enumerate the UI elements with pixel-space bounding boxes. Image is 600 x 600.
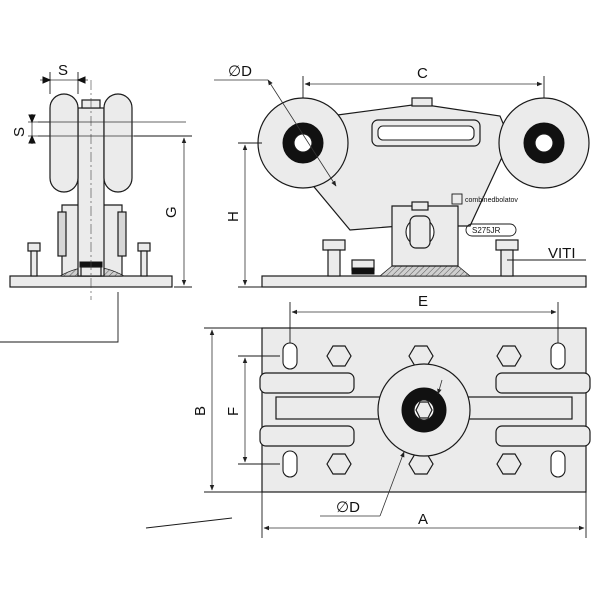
front-view: combinedbolatov S275JR C ∅D H VITI [214,63,590,288]
label-s-side: S [11,127,28,137]
plan-leader-line [145,517,233,529]
front-clamp-nut [411,201,429,211]
front-nut-small-black [351,267,375,275]
dim-d-top-line [267,79,337,187]
side-wheel-right [103,93,133,193]
model-text: S275JR [472,226,501,235]
label-s-top: S [58,62,68,79]
side-leader-line [0,292,119,343]
front-bolt-right-shank [500,249,514,277]
front-clamp-pin [409,215,431,249]
label-b: B [192,406,209,416]
front-top-nut [411,97,433,107]
label-g: G [163,206,180,218]
front-wheel-right-bore [534,133,554,153]
model-plate [465,223,517,237]
plan-slot-tr [550,342,566,370]
front-wheel-left-bore [293,133,313,153]
plan-bolt-tr [496,345,522,367]
front-base-plate [261,275,587,288]
plan-center-nut [415,401,433,419]
plan-bolt-bl [326,453,352,475]
side-stud-right [140,250,148,277]
side-nut-right [137,242,151,252]
label-h: H [225,211,242,222]
side-bushing-left [57,211,67,257]
label-d-bottom: ∅D [336,499,360,516]
plan-guide-br [495,425,591,447]
dim-s-top-arrows [42,76,86,84]
side-nut-left [27,242,41,252]
label-a: A [418,511,428,528]
side-wheel-left [49,93,79,193]
plan-bolt-top [408,345,434,367]
brand-text: combinedbolatov [465,197,518,204]
plan-guide-bl [259,425,355,447]
plan-slot-bl [282,450,298,478]
front-slot-inner [377,125,475,141]
side-view: S S G [0,62,192,343]
side-stud-left [30,250,38,277]
label-d-top: ∅D [228,63,252,80]
dim-s-side-arrows [28,114,36,144]
label-e: E [418,293,428,310]
front-weld [378,265,472,277]
dim-d-bottom-line [379,451,405,517]
front-bolt-right-head [495,239,519,251]
plan-center-arrow [437,379,443,395]
plan-bolt-bottom [408,453,434,475]
brand-logo [451,193,463,205]
plan-slot-tl [282,342,298,370]
front-bolt-left-head [322,239,346,251]
plan-slot-br [550,450,566,478]
plan-guide-tr [495,372,591,394]
plan-bolt-br [496,453,522,475]
brand-mark: combinedbolatov [451,193,518,205]
plan-bolt-tl [326,345,352,367]
label-f: F [225,407,242,416]
front-bolt-left-shank [327,249,341,277]
side-bushing-right [117,211,127,257]
plan-view: E B F ∅D A [145,293,591,538]
plan-guide-tl [259,372,355,394]
label-viti: VITI [548,245,576,262]
plan-bolts [326,345,522,475]
label-c: C [417,65,428,82]
